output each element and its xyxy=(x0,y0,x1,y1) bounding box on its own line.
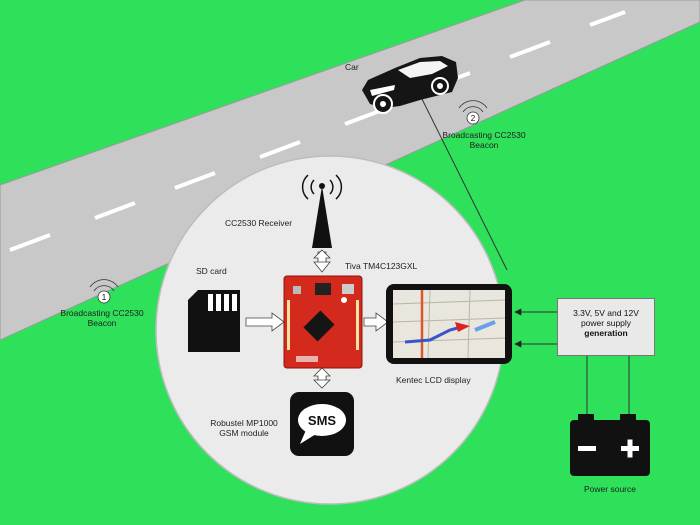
sms-label: SMS xyxy=(308,413,337,428)
car-beacon-signal-line xyxy=(419,94,508,271)
beacon-1-icon xyxy=(89,279,119,304)
beacon-2-label-line1: Broadcasting CC2530 xyxy=(442,130,526,140)
sd-card-label: SD card xyxy=(196,266,227,276)
power-supply-box: 3.3V, 5V and 12V power supply generation xyxy=(557,298,655,356)
lcd-label: Kentec LCD display xyxy=(396,375,471,385)
mcu-label: Tiva TM4C123GXL xyxy=(345,261,418,271)
gsm-module-icon xyxy=(290,392,354,456)
sd-card-icon xyxy=(188,290,240,352)
receiver-antenna-icon xyxy=(301,174,343,248)
beacon-2-label-line2: Beacon xyxy=(469,140,499,150)
beacon-2-label: Broadcasting CC2530 Beacon xyxy=(434,130,534,150)
power-supply-connections xyxy=(514,308,630,414)
beacon-1-label: Broadcasting CC2530 Beacon xyxy=(50,308,154,328)
battery-icon xyxy=(570,414,650,476)
lcd-display-image xyxy=(386,284,512,364)
tiva-board-image xyxy=(283,275,363,369)
power-supply-line1: 3.3V, 5V and 12V xyxy=(573,308,639,318)
beacon-1-label-line1: Broadcasting CC2530 xyxy=(60,308,144,318)
receiver-label: CC2530 Receiver xyxy=(225,218,293,228)
data-flow-arrows xyxy=(245,249,389,389)
beacon-1-label-line2: Beacon xyxy=(87,318,117,328)
beacon-1-number: 1 xyxy=(102,293,107,302)
car-label: Car xyxy=(345,62,359,72)
beacon-2-number: 2 xyxy=(471,114,476,123)
power-supply-line3: generation xyxy=(584,328,628,338)
power-source-label: Power source xyxy=(584,484,636,494)
beacon-2-icon xyxy=(458,100,488,125)
gsm-label: Robustel MP1000 GSM module xyxy=(196,418,292,438)
gsm-label-line2: GSM module xyxy=(219,428,269,438)
gsm-label-line1: Robustel MP1000 xyxy=(210,418,278,428)
power-supply-line2: power supply xyxy=(580,318,632,328)
car-icon xyxy=(362,56,458,114)
